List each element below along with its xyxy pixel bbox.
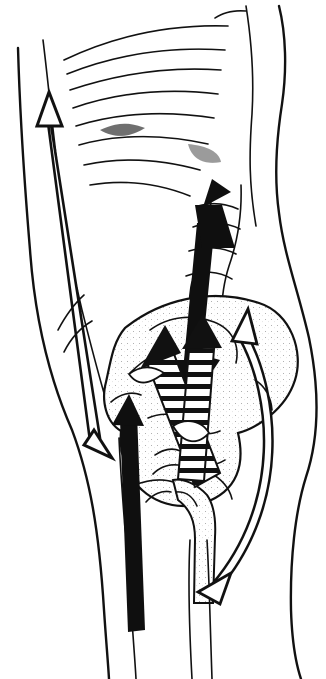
rib-shadow-icon	[188, 144, 221, 163]
white-double-arrow-left	[37, 92, 112, 458]
rib-cage	[64, 26, 228, 196]
rib-shadow-icon	[100, 124, 145, 136]
